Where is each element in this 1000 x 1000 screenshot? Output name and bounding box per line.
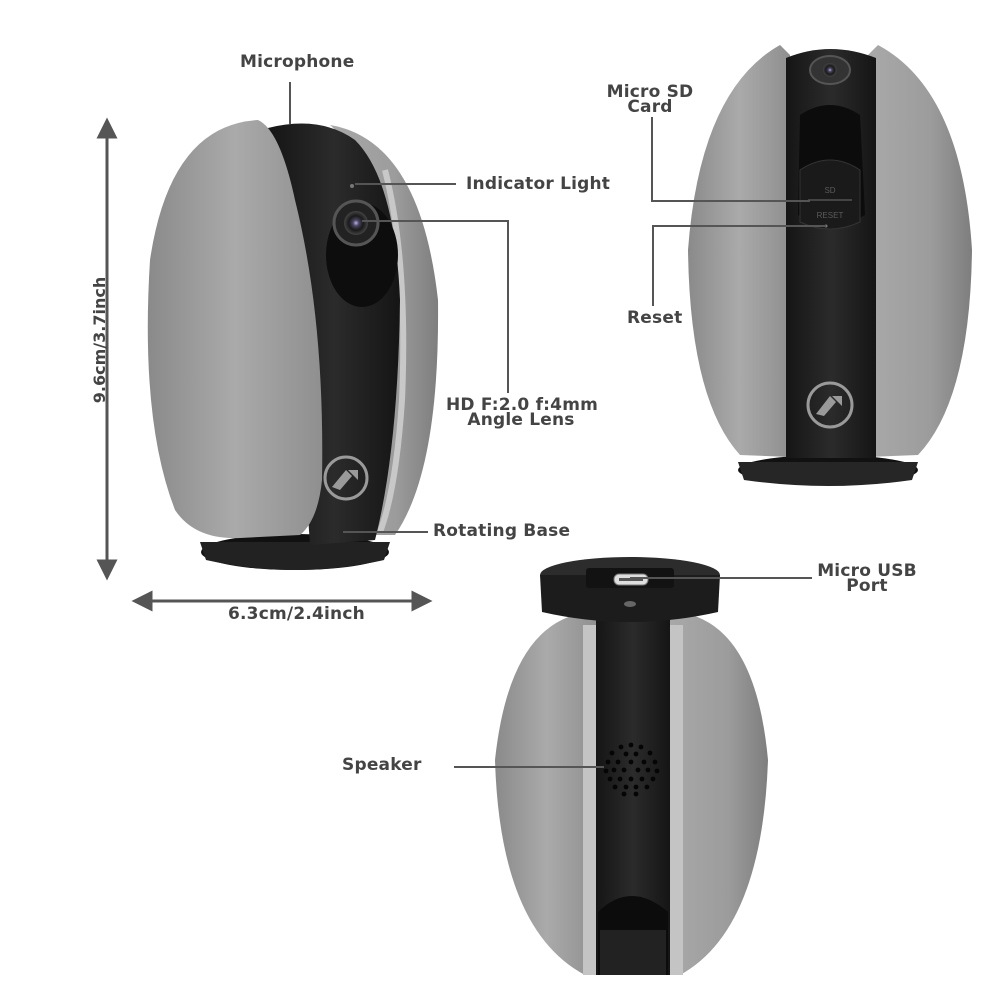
rotating-base-body	[200, 542, 390, 570]
lens-leader	[362, 220, 509, 393]
camera-view-back	[495, 557, 768, 975]
front-base	[738, 462, 918, 486]
brand-logo-mark	[816, 396, 842, 416]
front-shell-left-2	[688, 45, 790, 457]
brand-logo-icon	[323, 455, 369, 501]
lens-label-line2: Angle Lens	[467, 410, 575, 430]
camera-view-angled	[147, 120, 439, 570]
height-dimension-label: 9.6cm/3.7inch	[90, 276, 109, 404]
rotating-base-label: Rotating Base	[433, 521, 571, 541]
reset-label: Reset	[627, 308, 683, 328]
back-cap	[540, 575, 720, 622]
back-shell-edge-right	[668, 625, 683, 975]
micro-sd-label: Micro SD Card	[604, 82, 696, 117]
reset-leader	[652, 225, 826, 306]
width-dimension-label: 6.3cm/2.4inch	[228, 604, 365, 624]
shell-highlight	[377, 169, 407, 534]
lens-label: HD F:2.0 f:4mm Angle Lens	[446, 395, 599, 430]
micro-sd-label-line1: Micro SD	[606, 82, 694, 102]
micro-sd-leader	[651, 117, 810, 202]
back-shell-right	[668, 612, 768, 975]
camera-view-front: SD RESET	[688, 45, 972, 486]
microphone-label: Microphone	[240, 52, 355, 72]
lens-label-line1: HD F:2.0 f:4mm	[446, 395, 599, 415]
reset-panel-text: RESET	[817, 211, 844, 220]
rear-shell-right	[330, 125, 439, 535]
front-shell-right-2	[868, 45, 972, 457]
micro-usb-port-inner	[619, 578, 643, 581]
lens-glass	[344, 211, 368, 235]
brand-logo-mark	[332, 470, 358, 490]
front-lens-glass	[823, 63, 837, 77]
back-shell-edge-left	[583, 625, 598, 975]
indicator-light-label: Indicator Light	[466, 174, 611, 194]
indicator-light-dot	[350, 184, 354, 188]
micro-usb-label-line2: Port	[846, 576, 888, 596]
callout-lines	[289, 82, 826, 768]
sd-panel-text: SD	[824, 186, 835, 195]
brand-logo-icon	[806, 381, 854, 429]
micro-usb-label-line1: Micro USB	[817, 561, 917, 581]
back-bottom-notch	[600, 930, 666, 975]
speaker-label: Speaker	[342, 755, 422, 775]
micro-usb-label: Micro USB Port	[814, 561, 920, 596]
back-screw	[624, 601, 636, 607]
front-shell-left	[147, 120, 323, 539]
speaker-grille-icon	[603, 742, 660, 797]
back-shell-left	[495, 612, 598, 975]
micro-sd-label-line2: Card	[627, 97, 673, 117]
